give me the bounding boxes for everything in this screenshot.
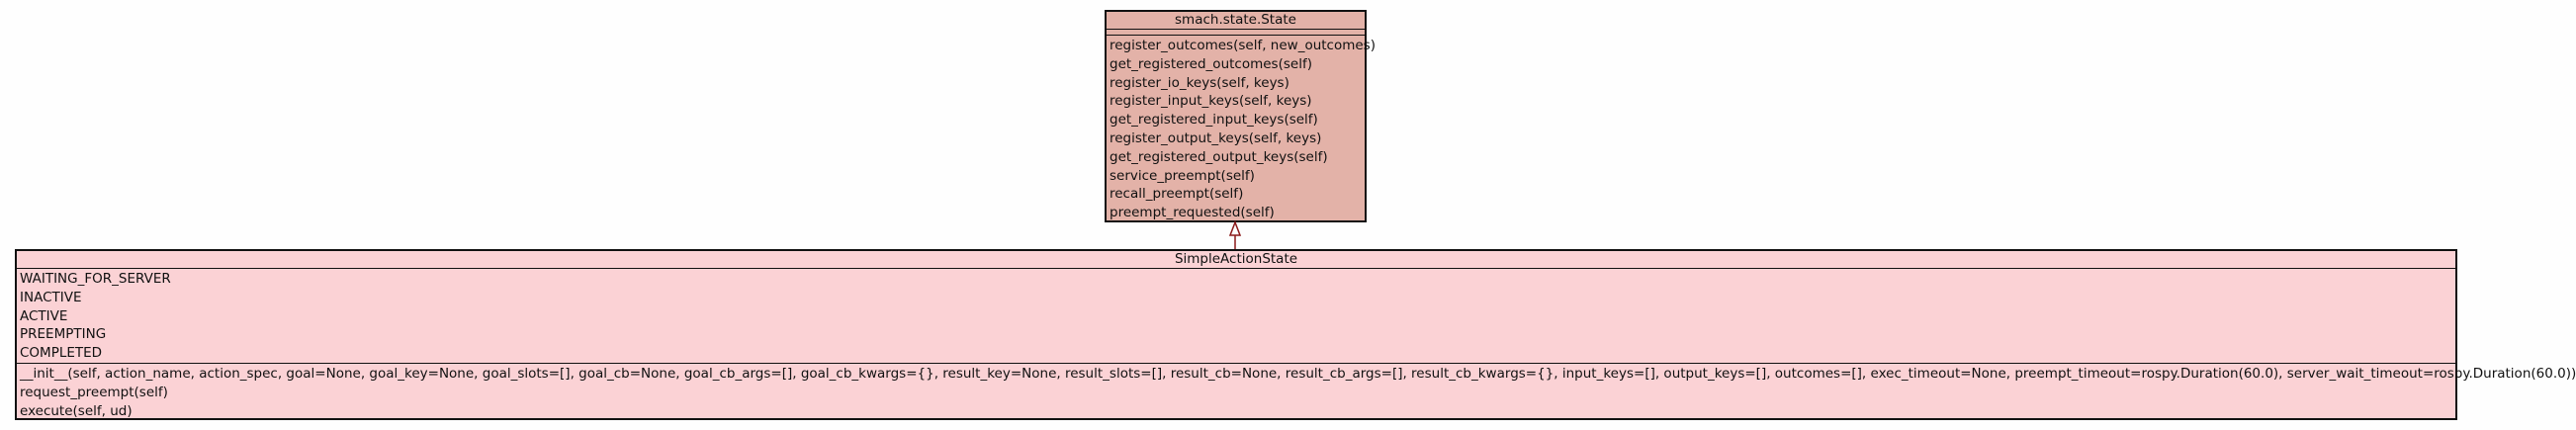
attribute: ACTIVE xyxy=(20,307,68,324)
class-title: smach.state.State xyxy=(1107,12,1365,30)
method: get_registered_input_keys(self) xyxy=(1110,112,1318,129)
class-box-SimpleActionState: SimpleActionState WAITING_FOR_SERVER INA… xyxy=(15,249,2576,421)
method: request_preempt(self) xyxy=(20,384,168,400)
inheritance-arrowhead xyxy=(1228,219,1242,236)
method: execute(self, ud) xyxy=(20,402,133,419)
method: recall_preempt(self) xyxy=(1110,186,1244,203)
attribute: COMPLETED xyxy=(20,345,103,362)
class-attributes: WAITING_FOR_SERVER INACTIVE ACTIVE PREEM… xyxy=(17,269,2455,364)
method: register_io_keys(self, keys) xyxy=(1110,74,1289,91)
attribute: WAITING_FOR_SERVER xyxy=(20,271,171,287)
class-attributes-divider xyxy=(1107,35,1365,36)
method: __init__(self, action_name, action_spec,… xyxy=(20,365,2576,382)
method: service_preempt(self) xyxy=(1110,167,1255,184)
method: preempt_requested(self) xyxy=(1110,205,1275,221)
attribute: PREEMPTING xyxy=(20,326,107,343)
method: get_registered_outcomes(self) xyxy=(1110,55,1312,72)
class-methods: __init__(self, action_name, action_spec,… xyxy=(17,364,2576,421)
method: get_registered_output_keys(self) xyxy=(1110,148,1328,165)
class-title: SimpleActionState xyxy=(17,251,2455,269)
class-box-smach-state-State: smach.state.State register_outcomes(self… xyxy=(1105,10,1376,222)
method: register_input_keys(self, keys) xyxy=(1110,93,1312,110)
method: register_output_keys(self, keys) xyxy=(1110,129,1322,146)
attribute: INACTIVE xyxy=(20,289,82,305)
class-methods: register_outcomes(self, new_outcomes) ge… xyxy=(1107,36,1376,222)
method: register_outcomes(self, new_outcomes) xyxy=(1110,38,1376,53)
relations-layer xyxy=(1228,219,1242,249)
